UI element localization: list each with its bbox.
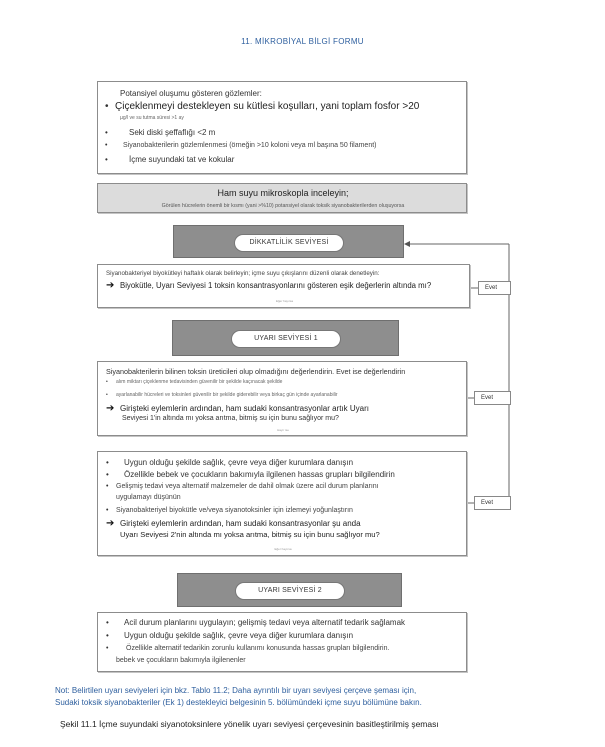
- level-vigilance: DİKKATLİLİK SEVİYESİ: [173, 225, 404, 258]
- alert-1-question: ➔Girişteki eylemlerin ardından, ham suda…: [106, 518, 361, 529]
- alert-1-small: Eğer hayırsa: [274, 547, 292, 551]
- alert-1-item-4: •Siyanobakteriyel biyokütle ve/veya siya…: [106, 507, 353, 514]
- alert-2-actions-box: •Acil durum planlarını uygulayın; gelişm…: [97, 612, 467, 672]
- arrow-right-icon: ➔: [106, 403, 115, 414]
- observation-item-3: •Siyanobakterilerin gözlemlenmesi (örneğ…: [105, 142, 377, 149]
- note-line-1: Not: Belirtilen uyarı seviyeleri için bk…: [55, 686, 417, 695]
- alert-1-item-2: •Özellikle bebek ve çocukların bakımıyla…: [106, 470, 395, 479]
- observations-heading: Potansiyel oluşumu gösteren gözlemler:: [120, 89, 262, 98]
- alert-1-item-3b: uygulamayı düşünün: [116, 494, 181, 501]
- alert-1-item-1: •Uygun olduğu şekilde sağlık, çevre veya…: [106, 458, 354, 467]
- biomass-check-small: Eğer hayırsa: [275, 299, 293, 303]
- alert-2-item-3: •Özellikle alternatif tedarikin zorunlu …: [106, 645, 390, 652]
- alert-1-actions-box: •Uygun olduğu şekilde sağlık, çevre veya…: [97, 451, 467, 556]
- observation-item-1: •Çiçeklenmeyi destekleyen su kütlesi koş…: [105, 101, 420, 112]
- biomass-check-question: ➔Biyokütle, Uyarı Seviyesi 1 toksin kons…: [106, 280, 432, 291]
- observation-item-2: •Seki diski şeffaflığı <2 m: [105, 128, 216, 137]
- toxin-assessment-line-1: Siyanobakterilerin bilinen toksin üretic…: [106, 367, 406, 376]
- microscope-subtitle: Görülen hücrelerin önemli bir kısmı (yan…: [161, 203, 405, 209]
- level-vigilance-label: DİKKATLİLİK SEVİYESİ: [234, 234, 344, 252]
- toxin-assessment-small: Hayır ise: [277, 428, 289, 432]
- level-alert-2-label: UYARI SEVİYESİ 2: [235, 582, 345, 600]
- toxin-assessment-question: ➔Girişteki eylemlerin ardından, ham suda…: [106, 403, 369, 414]
- arrow-right-icon: ➔: [106, 280, 115, 291]
- observation-item-4: •İçme suyundaki tat ve kokular: [105, 155, 235, 164]
- alert-1-question-2: Uyarı Seviyesi 2'nin altında mı yoksa ar…: [120, 530, 380, 539]
- microscope-box: Ham suyu mikroskopla inceleyin; Görülen …: [97, 183, 467, 213]
- level-alert-2: UYARI SEVİYESİ 2: [177, 573, 402, 607]
- microscope-title: Ham suyu mikroskopla inceleyin;: [217, 188, 349, 198]
- toxin-assessment-item-1: •alım miktarı çiçeklenme tedavisinden gü…: [106, 379, 283, 385]
- toxin-assessment-box: Siyanobakterilerin bilinen toksin üretic…: [97, 361, 467, 436]
- alert-2-item-3b: bebek ve çocukların bakımıyla ilgilenenl…: [116, 657, 246, 664]
- alert-2-item-2: •Uygun olduğu şekilde sağlık, çevre veya…: [106, 631, 354, 640]
- toxin-assessment-item-2: •ayarlanabilir hücreleri ve toksinleri g…: [106, 392, 338, 398]
- arrow-right-icon: ➔: [106, 518, 115, 529]
- evet-badge-2: Evet: [474, 391, 511, 405]
- biomass-check-box: Siyanobakteriyel biyokütleyi haftalık ol…: [97, 264, 470, 308]
- level-alert-1: UYARI SEVİYESİ 1: [172, 320, 399, 356]
- evet-badge-1: Evet: [478, 281, 511, 295]
- note-line-2: Sudaki toksik siyanobakteriler (Ek 1) de…: [55, 698, 422, 707]
- biomass-check-line-1: Siyanobakteriyel biyokütleyi haftalık ol…: [106, 270, 380, 277]
- level-alert-1-label: UYARI SEVİYESİ 1: [231, 330, 341, 348]
- form-title: 11. MİKROBİYAL BİLGİ FORMU: [241, 37, 364, 46]
- evet-badge-3: Evet: [474, 496, 511, 510]
- observation-item-1-sub: µg/l ve su tutma süresi >1 ay: [120, 115, 184, 121]
- observations-box: Potansiyel oluşumu gösteren gözlemler: •…: [97, 81, 467, 174]
- toxin-assessment-question-2: Seviyesi 1'in altında mı yoksa arıtma, b…: [122, 415, 339, 422]
- alert-1-item-3: •Gelişmiş tedavi veya alternatif malzeme…: [106, 483, 379, 490]
- alert-2-item-1: •Acil durum planlarını uygulayın; gelişm…: [106, 618, 406, 627]
- figure-caption: Şekil 11.1 İçme suyundaki siyanotoksinle…: [60, 719, 439, 729]
